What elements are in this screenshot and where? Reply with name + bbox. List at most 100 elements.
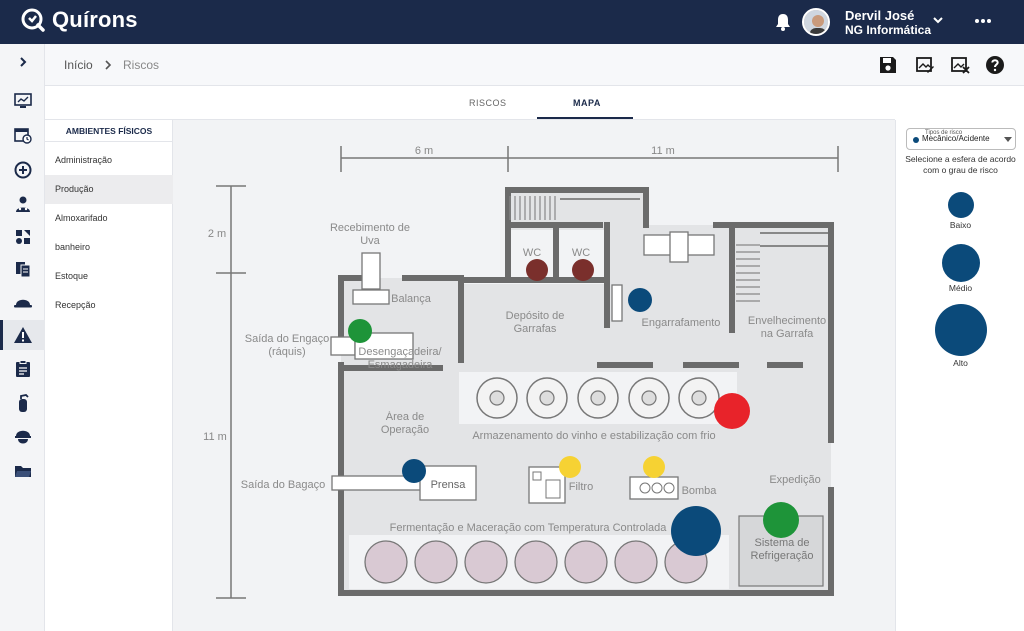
sidebar-item-risks[interactable]	[0, 320, 45, 350]
label-saida-engaco: Saída do Engaço (ráquis)	[244, 333, 330, 358]
sidebar-item-extinguisher[interactable]	[0, 388, 45, 418]
dim-top-2: 11 m	[651, 145, 675, 157]
tab-riscos[interactable]: RISCOS	[469, 98, 507, 108]
app-logo[interactable]: Quírons	[20, 7, 138, 33]
risk-level-low-label: Baixo	[949, 220, 972, 230]
environment-item[interactable]: Administração	[55, 155, 113, 165]
user-avatar[interactable]	[802, 8, 830, 36]
label-saida-bagaco: Saída do Bagaço	[241, 479, 325, 491]
label-area-operacao: Área de Operação	[380, 411, 430, 436]
dim-left-1: 2 m	[208, 228, 226, 240]
risk-marker-red[interactable]	[714, 393, 750, 429]
sidebar-item-medical[interactable]	[0, 189, 45, 219]
sidebar-item-documents[interactable]	[0, 254, 45, 284]
user-name[interactable]: Dervil José	[845, 8, 915, 23]
label-prensa: Prensa	[431, 479, 467, 491]
risk-type-panel: Tipos de risco Mecânico/Acidente Selecio…	[895, 120, 1024, 631]
icon-sidebar	[0, 44, 45, 631]
risk-marker-green[interactable]	[763, 502, 799, 538]
label-expedicao: Expedição	[769, 474, 820, 486]
label-fermentacao: Fermentação e Maceração com Temperatura …	[390, 522, 668, 534]
quirons-logo-icon	[21, 8, 45, 32]
dim-left-2: 11 m	[203, 431, 227, 443]
risk-marker-yellow[interactable]	[643, 456, 665, 478]
documents-icon	[15, 262, 30, 278]
risk-level-high-sphere[interactable]	[935, 304, 987, 356]
label-bomba: Bomba	[682, 485, 718, 497]
chevron-right-icon	[19, 57, 26, 67]
delete-image-icon[interactable]	[950, 55, 970, 75]
risk-level-high-label: Alto	[953, 358, 968, 368]
risk-type-select-label: Tipos de risco	[923, 130, 965, 136]
tab-mapa[interactable]: MAPA	[573, 98, 601, 108]
breadcrumb-bar: Início Riscos	[45, 44, 1024, 86]
fire-extinguisher-icon	[18, 394, 29, 412]
label-engarrafamento: Engarrafamento	[642, 317, 721, 329]
label-balanca: Balança	[391, 293, 432, 305]
sidebar-item-calendar[interactable]	[0, 120, 45, 150]
label-wc2: WC	[572, 247, 590, 259]
view-tabs: RISCOS MAPA	[45, 86, 895, 120]
plus-circle-icon	[14, 161, 31, 179]
label-armazenamento: Armazenamento do vinho e estabilização c…	[472, 430, 715, 442]
risk-marker-blue-low[interactable]	[402, 459, 426, 483]
environments-panel: AMBIENTES FÍSICOS Administração Produção…	[45, 120, 173, 631]
help-icon[interactable]	[985, 55, 1005, 75]
environment-item-selected[interactable]: Produção	[45, 175, 173, 204]
risk-type-selected-value: Mecânico/Acidente	[922, 134, 990, 143]
app-name: Quírons	[52, 7, 138, 32]
dim-top-1: 6 m	[415, 145, 433, 157]
user-company[interactable]: NG Informática	[845, 23, 932, 37]
floor-plan: 6 m 11 m 2 m 11 m	[203, 145, 839, 599]
active-tab-indicator	[537, 117, 633, 119]
environment-item[interactable]: Recepção	[55, 300, 96, 310]
doctor-icon	[15, 196, 30, 212]
sidebar-item-epi[interactable]	[0, 422, 45, 452]
breadcrumb-current: Riscos	[123, 58, 160, 72]
risk-type-select[interactable]: Tipos de risco Mecânico/Acidente	[906, 128, 1016, 150]
folder-icon	[14, 466, 31, 477]
expand-sidebar-button[interactable]	[0, 47, 45, 77]
top-bar: Quírons Dervil José NG Informática	[0, 0, 1024, 44]
more-options-icon[interactable]	[974, 14, 992, 28]
puzzle-icon	[15, 230, 30, 244]
sidebar-item-dashboard[interactable]	[0, 86, 45, 116]
sidebar-item-add[interactable]	[0, 155, 45, 185]
risk-instruction-text: Selecione a esfera de acordo com o grau …	[905, 154, 1016, 175]
warning-triangle-icon	[13, 327, 32, 343]
sidebar-item-reports[interactable]	[0, 354, 45, 384]
label-envelhecimento: Envelhecimento na Garrafa	[747, 315, 827, 340]
environment-item[interactable]: banheiro	[55, 242, 91, 252]
breadcrumb-home[interactable]: Início	[64, 58, 93, 72]
risk-marker-blue-high[interactable]	[671, 506, 721, 556]
risk-marker-yellow[interactable]	[559, 456, 581, 478]
sidebar-item-exams[interactable]	[0, 222, 45, 252]
risk-level-medium-sphere[interactable]	[942, 244, 980, 282]
edit-image-icon[interactable]	[915, 55, 935, 75]
chevron-right-icon	[105, 60, 112, 70]
chevron-down-icon[interactable]	[932, 14, 944, 26]
label-refrigeracao: Sistema de Refrigeração	[750, 537, 814, 562]
label-wc1: WC	[523, 247, 541, 259]
label-desengacadeira: Desengaçadeira/ Esmagadeira	[358, 346, 442, 371]
environment-item[interactable]: Estoque	[55, 271, 89, 281]
sidebar-item-safety[interactable]	[0, 286, 45, 316]
risk-marker-blue-low[interactable]	[628, 288, 652, 312]
risk-color-dot	[913, 137, 919, 143]
risk-map-canvas[interactable]: 6 m 11 m 2 m 11 m	[173, 120, 895, 631]
monitor-chart-icon	[13, 93, 32, 108]
calendar-clock-icon	[13, 128, 32, 144]
label-filtro: Filtro	[569, 481, 593, 493]
dropdown-arrow-icon	[1004, 137, 1012, 142]
risk-level-medium-label: Médio	[948, 283, 973, 293]
label-recebimento: Recebimento de Uva	[329, 222, 411, 247]
risk-level-low-sphere[interactable]	[948, 192, 974, 218]
save-icon[interactable]	[878, 55, 898, 75]
environment-item[interactable]: Almoxarifado	[55, 213, 108, 223]
notification-bell-icon[interactable]	[772, 11, 794, 33]
risk-marker-brown[interactable]	[572, 259, 594, 281]
risk-marker-brown[interactable]	[526, 259, 548, 281]
sidebar-item-folders[interactable]	[0, 456, 45, 486]
worker-helmet-icon	[14, 430, 31, 444]
risk-marker-green[interactable]	[348, 319, 372, 343]
